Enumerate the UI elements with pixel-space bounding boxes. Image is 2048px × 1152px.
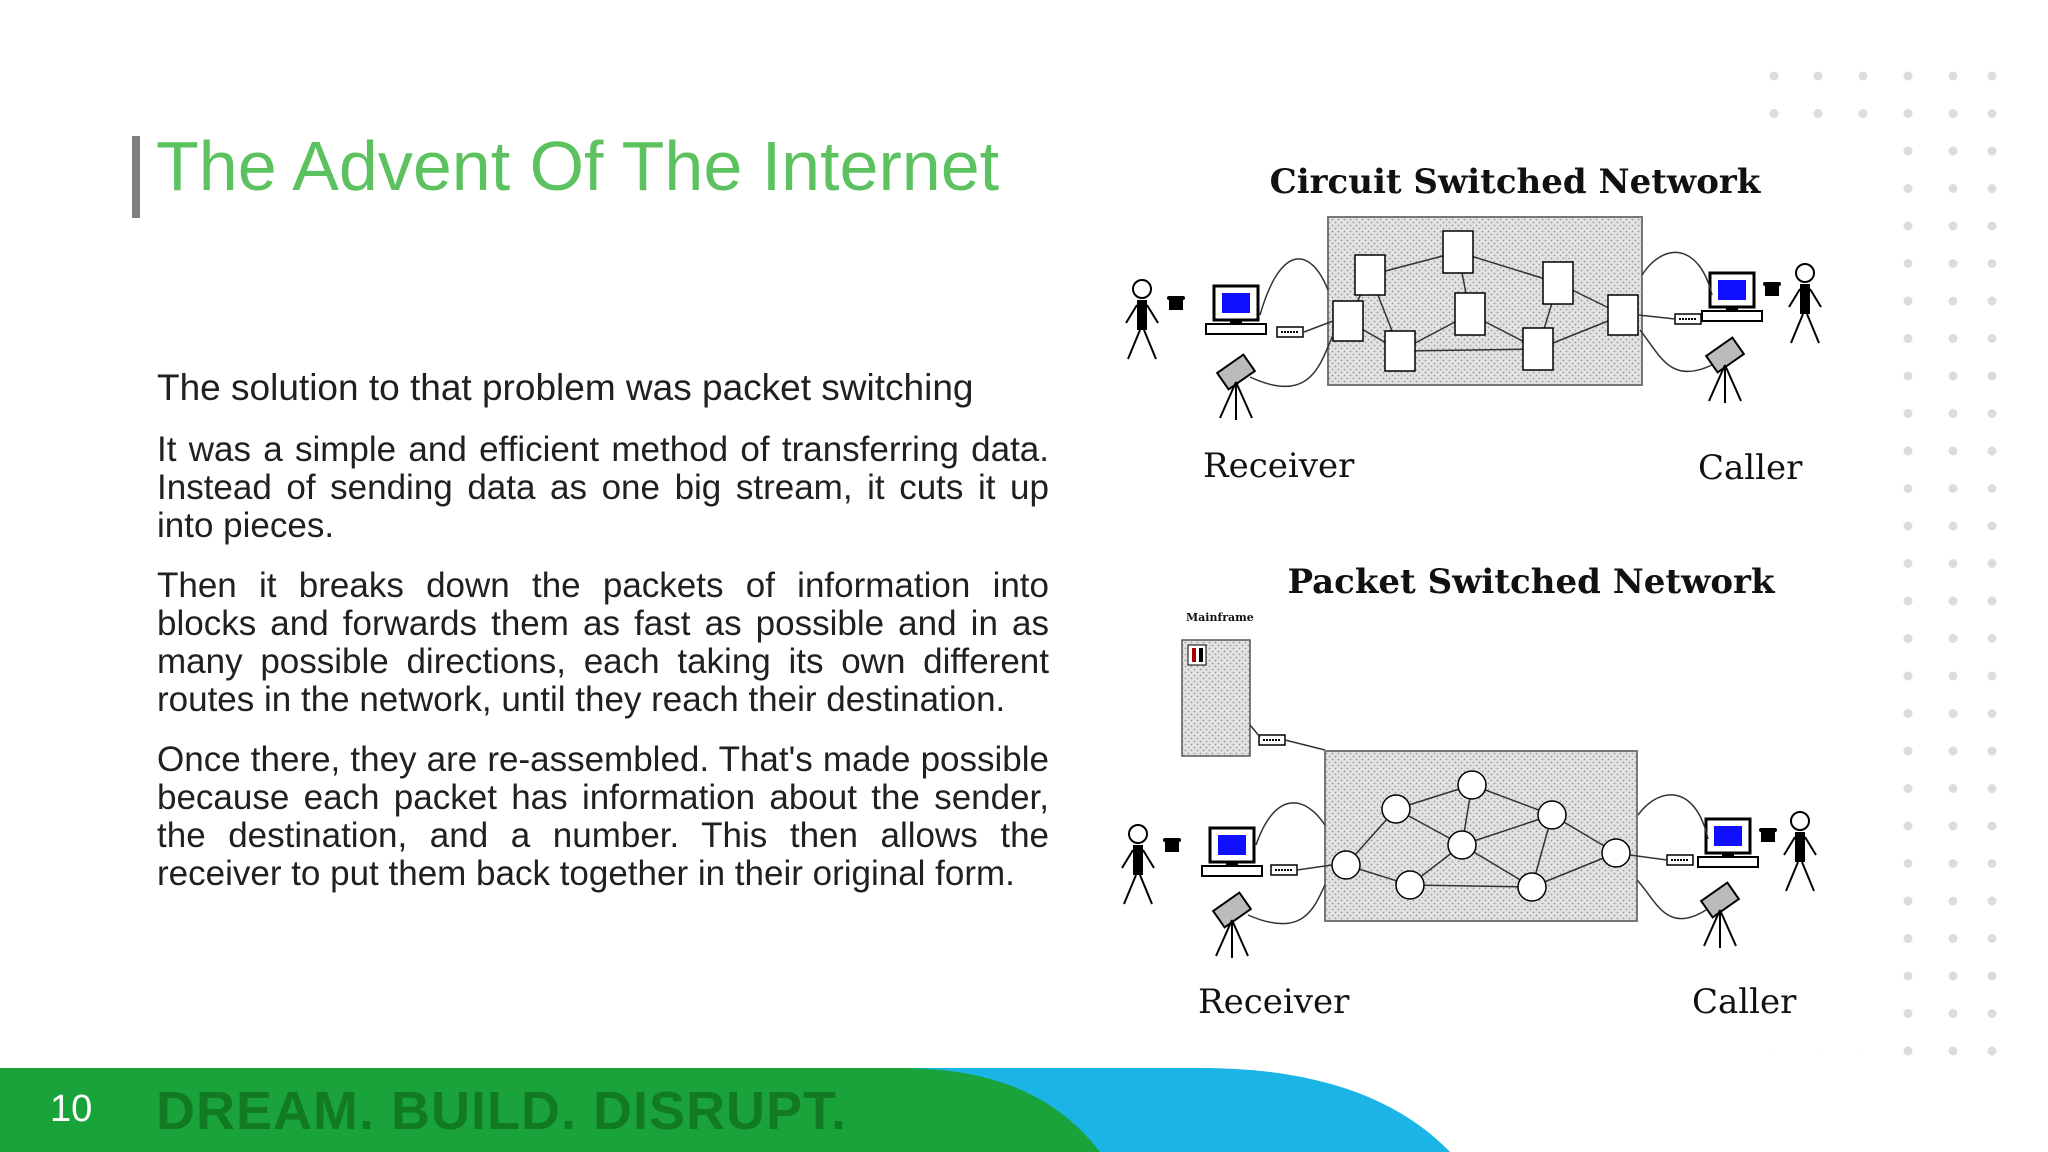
network-diagram-figure: Circuit Switched Network — [1100, 125, 1880, 1055]
circuit-caller-label: Caller — [1698, 448, 1803, 488]
slide-body: The solution to that problem was packet … — [157, 367, 1049, 915]
lead-text: The solution to that problem was packet … — [157, 367, 974, 408]
packet-left-devices — [1121, 802, 1333, 959]
circuit-switch-nodes — [1332, 230, 1639, 372]
title-accent-bar — [132, 136, 140, 218]
circuit-left-devices — [1125, 258, 1334, 421]
mainframe-modem — [1258, 734, 1286, 746]
circuit-right-devices — [1637, 251, 1822, 404]
slide-title: The Advent Of The Internet — [156, 127, 1000, 205]
paragraph-2: Then it breaks down the packets of infor… — [157, 565, 1049, 719]
mainframe-link — [1249, 724, 1326, 751]
mainframe-label: Mainframe — [1186, 611, 1254, 624]
mainframe-indicator — [1187, 644, 1207, 666]
paragraph-3: Once there, they are re-assembled. That'… — [157, 739, 1049, 893]
packet-caller-label: Caller — [1692, 982, 1797, 1022]
packet-router-nodes — [1331, 770, 1631, 902]
packet-right-devices — [1629, 794, 1817, 949]
circuit-receiver-label: Receiver — [1203, 446, 1355, 486]
paragraph-1: It was a simple and efficient method of … — [157, 429, 1049, 545]
page-number: 10 — [50, 1088, 93, 1130]
footer-wave — [0, 1068, 1450, 1152]
packet-network-title: Packet Switched Network — [1287, 562, 1775, 602]
packet-receiver-label: Receiver — [1198, 982, 1350, 1022]
circuit-network-title: Circuit Switched Network — [1270, 162, 1762, 202]
footer-tagline: DREAM. BUILD. DISRUPT. — [156, 1081, 848, 1141]
